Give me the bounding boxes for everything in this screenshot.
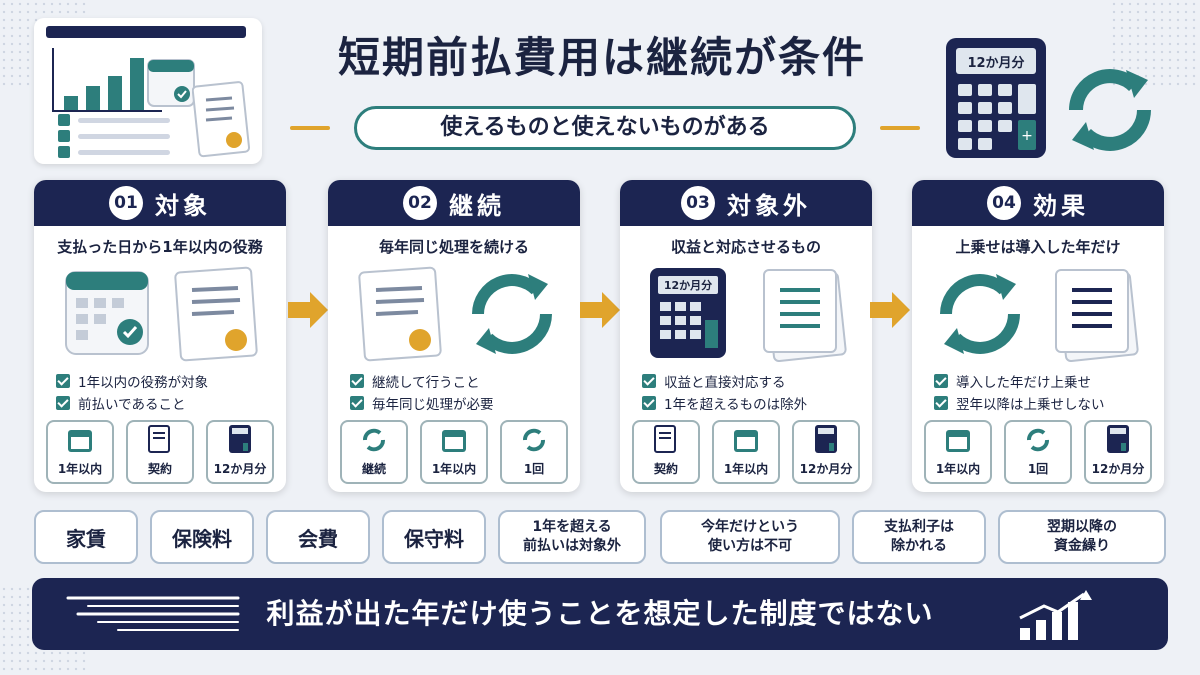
tile-calendar: 1年以内 [46, 420, 114, 484]
checkbox-icon [934, 374, 948, 388]
pill-maintenance-fee: 保守料 [382, 510, 486, 564]
step-card-continuation: 02 継続 毎年同じ処理を続ける 継続して行うこと 毎年同じ処理が必要 継続 1… [328, 180, 580, 492]
checkbox-icon [642, 396, 656, 410]
step-title: 効果 [1033, 191, 1089, 220]
calculator-icon [1107, 425, 1129, 453]
step-number: 01 [109, 186, 143, 220]
growth-chart-icon [1019, 590, 1092, 640]
bar-chart-icon [52, 48, 162, 112]
pill-rent: 家賃 [34, 510, 138, 564]
step-subtitle: 毎年同じ処理を続ける [378, 238, 529, 256]
tile-calculator: 12か月分 [1084, 420, 1152, 484]
calculator-display: 12か月分 [967, 55, 1024, 71]
svg-text:12か月分: 12か月分 [664, 278, 712, 292]
check-item: 導入した年だけ上乗せ [934, 370, 1105, 392]
cycle-document-illustration [940, 269, 1139, 362]
calculator-icon: 12か月分 + [946, 38, 1046, 158]
step-card-target: 01 対象 支払った日から1年以内の役務 1年以内の役務が対象 前払いであること… [34, 180, 286, 492]
cycle-icon [523, 428, 545, 452]
pill-over-one-year: 1年を超える 前払いは対象外 [498, 510, 646, 564]
step-title: 対象外 [727, 191, 811, 220]
subtitle: 使えるものと使えないものがある [354, 106, 856, 150]
step-subtitle: 上乗せは導入した年だけ [955, 238, 1121, 256]
step-subtitle: 収益と対応させるもの [670, 238, 821, 256]
checkbox-icon [350, 374, 364, 388]
step-number: 03 [681, 186, 715, 220]
pill-membership-fee: 会費 [266, 510, 370, 564]
calendar-contract-illustration [65, 266, 258, 362]
tile-calendar: 1年以内 [712, 420, 780, 484]
arrow-right-icon [580, 292, 620, 328]
checkbox-icon [350, 396, 364, 410]
step-subtitle: 支払った日から1年以内の役務 [57, 238, 263, 256]
subtitle-banner: 使えるものと使えないものがある [290, 106, 920, 150]
tile-calendar: 1年以内 [924, 420, 992, 484]
svg-text:+: + [1021, 128, 1033, 144]
checkbox-icon [56, 374, 70, 388]
step-number: 04 [987, 186, 1021, 220]
checkbox-icon [642, 374, 656, 388]
arrow-right-icon [288, 292, 328, 328]
calendar-icon [946, 430, 970, 452]
tile-cycle: 1回 [500, 420, 568, 484]
contract-icon [192, 81, 251, 158]
checkbox-icon [56, 396, 70, 410]
calculator-document-illustration: 12か月分 [650, 268, 847, 362]
tile-calculator: 12か月分 [206, 420, 274, 484]
pill-not-this-year-only: 今年だけという 使い方は不可 [660, 510, 840, 564]
footer-message: 利益が出た年だけ使うことを想定した制度ではない [266, 597, 934, 630]
check-item: 1年を超えるものは除外 [642, 392, 807, 414]
check-item: 前払いであること [56, 392, 208, 414]
calendar-icon [734, 430, 758, 452]
step-title: 継続 [449, 191, 505, 220]
calculator-icon [815, 425, 837, 453]
tile-cycle: 1回 [1004, 420, 1072, 484]
check-item: 継続して行うこと [350, 370, 494, 392]
calendar-icon [147, 59, 195, 107]
check-item: 収益と直接対応する [642, 370, 807, 392]
tile-cycle: 継続 [340, 420, 408, 484]
contract-icon [654, 425, 676, 453]
calendar-icon [442, 430, 466, 452]
tile-contract: 契約 [126, 420, 194, 484]
tile-calendar: 1年以内 [420, 420, 488, 484]
step-card-effect: 04 効果 上乗せは導入した年だけ 導入した年だけ上乗せ 翌年以降は上乗せしない… [912, 180, 1164, 492]
calculator-icon [229, 425, 251, 453]
page-title: 短期前払費用は継続が条件 [337, 33, 866, 82]
pill-insurance: 保険料 [150, 510, 254, 564]
pill-cash-flow: 翌期以降の 資金繰り [998, 510, 1166, 564]
speed-lines-icon [66, 596, 240, 631]
cycle-icon [1069, 69, 1151, 151]
contract-cycle-illustration [358, 266, 552, 362]
check-item: 1年以内の役務が対象 [56, 370, 208, 392]
cycle-icon [1027, 428, 1049, 452]
check-item: 毎年同じ処理が必要 [350, 392, 494, 414]
contract-icon [148, 425, 170, 453]
step-card-excluded: 03 対象外 収益と対応させるもの 12か月分 収益と直接対応する 1年を超える… [620, 180, 872, 492]
tile-contract: 契約 [632, 420, 700, 484]
checkbox-icon [934, 396, 948, 410]
hero-illustration [34, 18, 262, 164]
calendar-icon [68, 430, 92, 452]
step-number: 02 [403, 186, 437, 220]
check-item: 翌年以降は上乗せしない [934, 392, 1105, 414]
step-title: 対象 [155, 191, 211, 220]
tile-calculator: 12か月分 [792, 420, 860, 484]
pill-interest-excluded: 支払利子は 除かれる [852, 510, 986, 564]
cycle-icon [363, 428, 385, 452]
footer-banner: 利益が出た年だけ使うことを想定した制度ではない [32, 578, 1168, 650]
arrow-right-icon [870, 292, 910, 328]
